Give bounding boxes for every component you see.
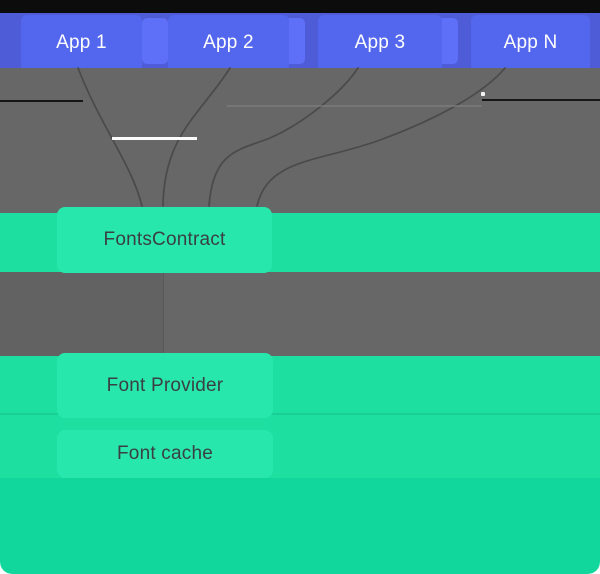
fontscontract-box: FontsContract [57, 207, 272, 273]
bottom-provider-section [0, 478, 600, 574]
app-2-label: App 2 [203, 31, 254, 53]
streak-line-right [482, 99, 600, 101]
app-n-label: App N [503, 31, 558, 53]
streak-line-white [112, 137, 197, 140]
app-3-label: App 3 [354, 31, 406, 53]
app-card-1: App 1 [21, 15, 142, 68]
app-card-3: App 3 [318, 15, 442, 68]
font-cache-box: Font cache [57, 430, 273, 478]
streak-line-left [0, 100, 83, 102]
app-gap-sliver [142, 18, 168, 64]
gray-left-block [0, 272, 164, 356]
app-card-n: App N [471, 15, 590, 68]
font-provider-box: Font Provider [57, 353, 273, 418]
font-provider-label: Font Provider [106, 374, 224, 396]
app-card-2: App 2 [168, 15, 289, 68]
font-cache-label: Font cache [117, 443, 213, 464]
apps-bar: App 1 App 2 App 3 App N [0, 13, 600, 68]
top-black-strip [0, 0, 600, 13]
fontscontract-label: FontsContract [103, 229, 226, 250]
streak-line-middle [227, 105, 482, 107]
streak-dot [481, 92, 485, 96]
app-1-label: App 1 [56, 31, 107, 53]
